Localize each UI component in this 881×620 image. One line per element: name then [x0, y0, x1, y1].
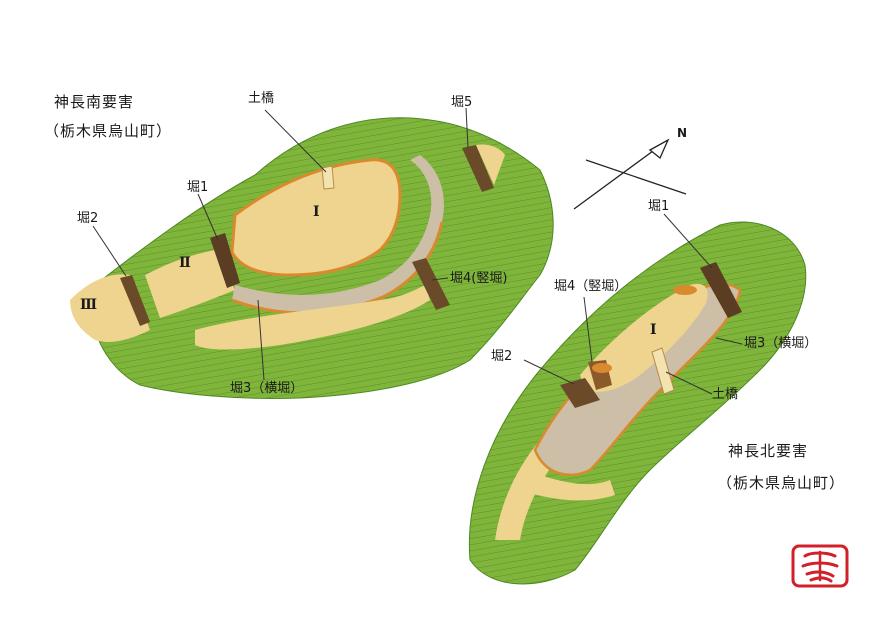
- north-label-hori2: 堀2: [491, 349, 513, 364]
- north-castle-subtitle: （栃木県烏山町）: [717, 474, 846, 492]
- north-castle: [468, 213, 807, 585]
- north-terrace-lower: [520, 470, 615, 501]
- south-hori5-plateau: [476, 144, 505, 185]
- south-label-hori1: 堀1: [187, 180, 209, 195]
- north-label-hori3: 堀3（横堀）: [744, 336, 818, 351]
- north-castle-title: 神長北要害: [728, 442, 809, 460]
- north-mound-upper: [673, 285, 697, 295]
- north-bailey-one-label: Ⅰ: [650, 322, 657, 338]
- south-lower-terrace: [195, 285, 430, 350]
- south-leader-lines: [92, 107, 469, 381]
- north-arrow-compass: [573, 138, 687, 210]
- north-dobashi: [651, 347, 675, 395]
- south-bailey-three-label: Ⅲ: [80, 297, 98, 313]
- north-hori1-trench: [700, 262, 742, 318]
- south-bailey-one-label: Ⅰ: [313, 204, 320, 220]
- south-label-hori4: 堀4(竪堀): [450, 271, 508, 286]
- north-leader-lines: [523, 213, 743, 395]
- south-hori1-trench: [210, 233, 240, 288]
- south-castle: [70, 107, 554, 399]
- south-hori4-trench: [412, 258, 450, 310]
- south-label-hori2: 堀2: [77, 211, 99, 226]
- south-label-dobashi: 土橋: [248, 91, 275, 106]
- north-mound-lower: [592, 363, 612, 373]
- south-castle-subtitle: （栃木県烏山町）: [44, 122, 173, 140]
- compass-north-label: N: [677, 126, 688, 140]
- south-ridge-terrace: [145, 250, 235, 318]
- north-label-dobashi: 土橋: [712, 387, 739, 402]
- south-hori2-trench: [120, 275, 150, 326]
- north-label-hori1: 堀1: [648, 199, 670, 214]
- artist-seal-stamp: [791, 544, 849, 588]
- north-hori2-trench: [560, 378, 600, 408]
- south-label-hori5: 堀5: [451, 95, 473, 110]
- south-bailey-two-label: Ⅱ: [179, 255, 191, 271]
- north-label-hori4: 堀4（竪堀）: [554, 279, 628, 294]
- north-bailey-one: [580, 283, 708, 392]
- south-hori5-trench: [462, 145, 494, 192]
- south-label-hori3: 堀3（横堀）: [230, 381, 304, 396]
- south-moat-path: [232, 155, 444, 314]
- south-dobashi: [321, 165, 335, 190]
- south-moat-edge: [231, 221, 444, 315]
- south-castle-title: 神長南要害: [54, 93, 135, 111]
